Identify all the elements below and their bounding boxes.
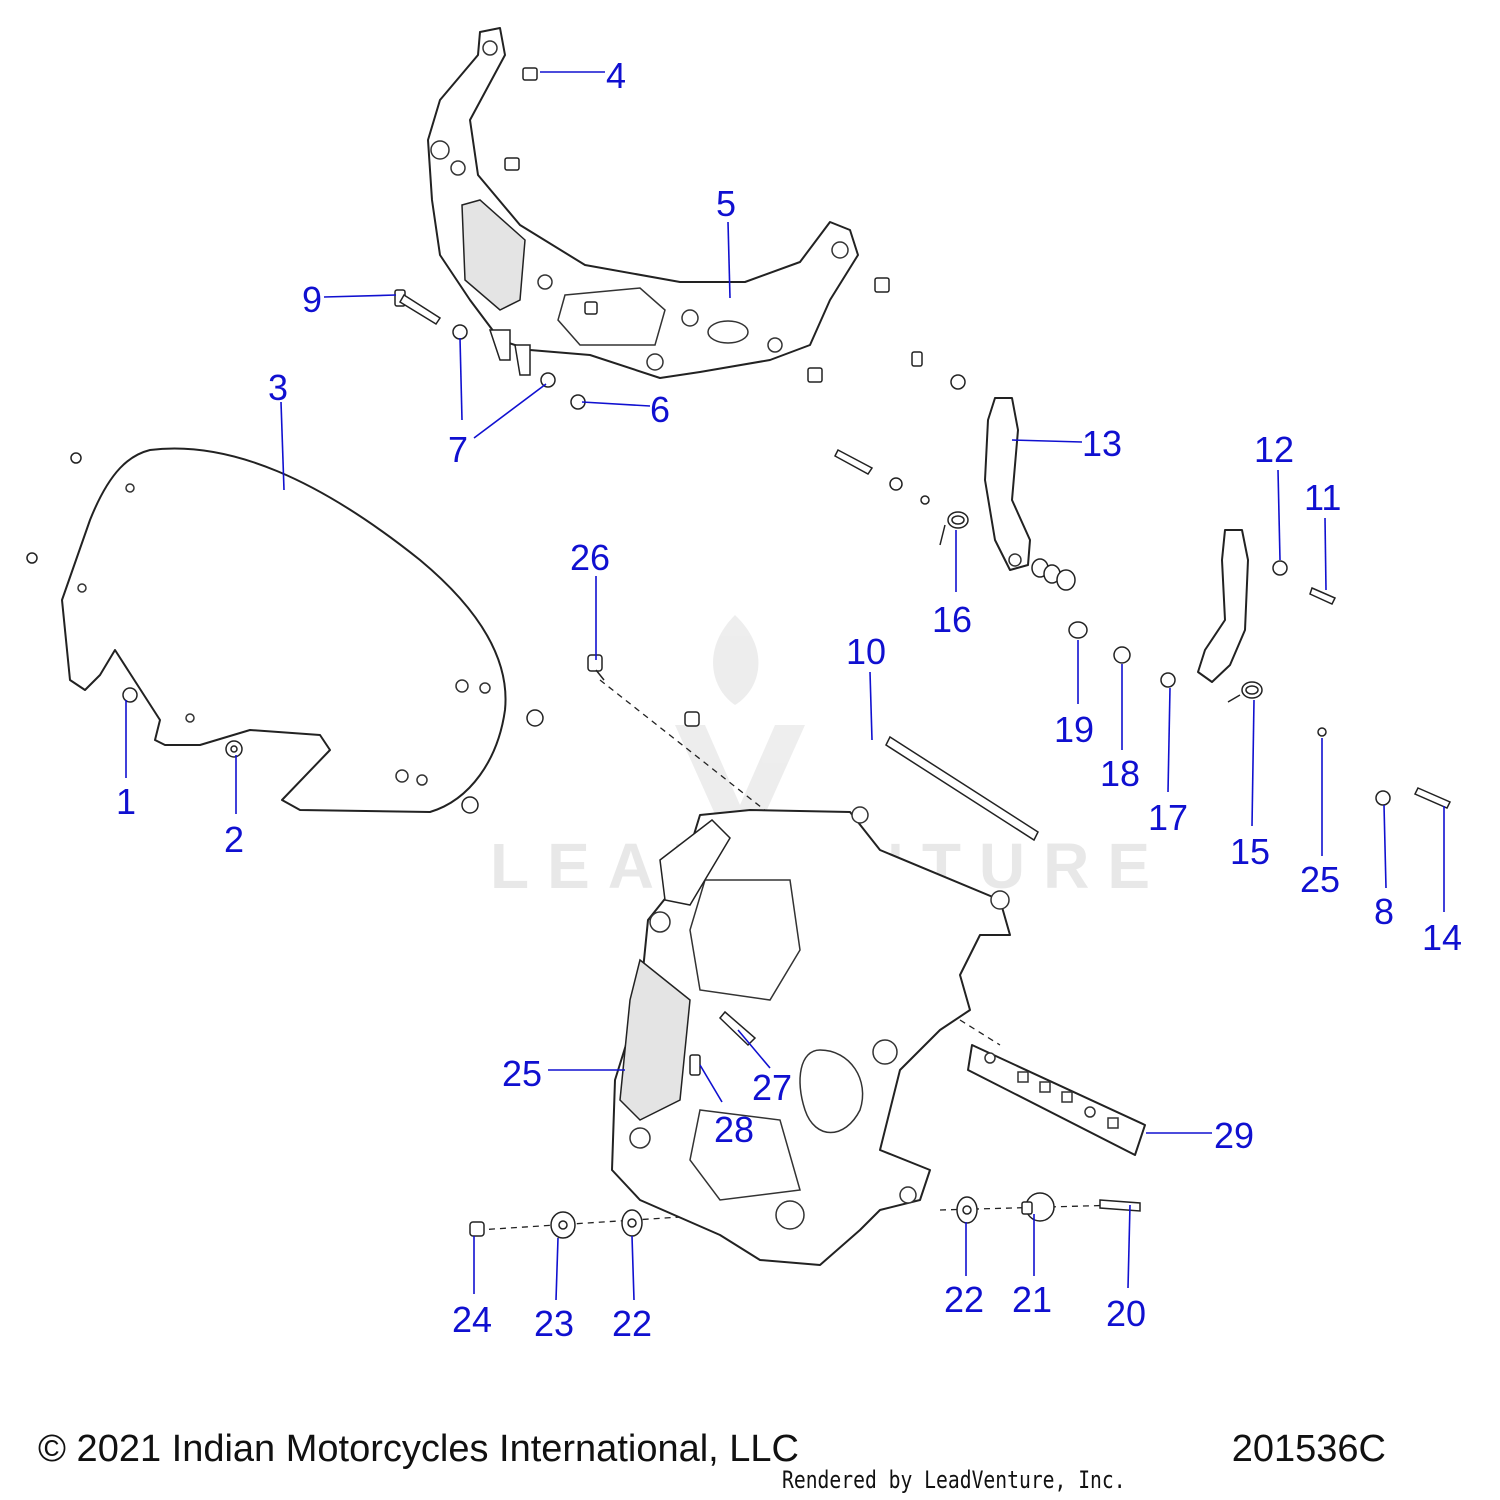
part-16-spring xyxy=(939,511,969,546)
windshield-hardware xyxy=(26,452,544,814)
callout-18: 18 xyxy=(1100,753,1140,794)
callout-24: 24 xyxy=(452,1299,492,1340)
frame-bolt xyxy=(684,711,700,727)
rendered-by-credit: Rendered by LeadVenture, Inc. xyxy=(782,1466,1126,1494)
part-30-strip xyxy=(967,1044,1146,1156)
callout-26: 25 xyxy=(502,1053,542,1094)
copyright-notice: © 2021 Indian Motorcycles International,… xyxy=(38,1428,799,1470)
part-26-frame xyxy=(611,806,1011,1266)
callout-15: 15 xyxy=(1230,831,1270,872)
bracket-nuts xyxy=(452,67,890,410)
part-5-windshield-bracket xyxy=(427,27,859,379)
callouts: 4 5 9 6 7 3 1 2 26 10 13 16 12 11 19 18 … xyxy=(116,55,1462,1344)
part-3-windshield xyxy=(61,447,507,813)
washers-bushings xyxy=(834,351,1452,809)
callout-12: 12 xyxy=(1254,429,1294,470)
callout-4: 4 xyxy=(606,55,626,96)
callout-27: 26 xyxy=(570,537,610,578)
callout-7: 7 xyxy=(448,429,468,470)
callout-28: 27 xyxy=(752,1067,792,1108)
part-9-bolt xyxy=(394,289,442,326)
leader-lines xyxy=(125,71,1445,1301)
callout-19: 19 xyxy=(1054,709,1094,750)
callout-14: 14 xyxy=(1422,917,1462,958)
callout-20: 20 xyxy=(1106,1293,1146,1334)
callout-30: 29 xyxy=(1214,1115,1254,1156)
callout-29: 28 xyxy=(714,1109,754,1150)
callout-3: 3 xyxy=(268,367,288,408)
callout-13: 13 xyxy=(1082,423,1122,464)
part-15-arm xyxy=(1197,529,1249,683)
callout-1: 1 xyxy=(116,781,136,822)
callout-22-left: 22 xyxy=(612,1303,652,1344)
callout-6: 6 xyxy=(650,389,670,430)
callout-25: 25 xyxy=(1300,859,1340,900)
callout-10: 10 xyxy=(846,631,886,672)
callout-2: 2 xyxy=(224,819,244,860)
callout-8: 8 xyxy=(1374,891,1394,932)
callout-17: 17 xyxy=(1148,797,1188,838)
part-27-bolt xyxy=(587,654,605,681)
callout-23: 23 xyxy=(534,1303,574,1344)
callout-11: 11 xyxy=(1304,477,1341,518)
callout-9: 9 xyxy=(302,279,322,320)
callout-21: 21 xyxy=(1012,1279,1052,1320)
callout-5: 5 xyxy=(716,183,736,224)
callout-22-right: 22 xyxy=(944,1279,984,1320)
diagram-id: 201536C xyxy=(1231,1428,1386,1470)
callout-16: 16 xyxy=(932,599,972,640)
part-10-shaft xyxy=(885,735,1039,842)
part-13-arm xyxy=(984,397,1031,571)
part-15-spring xyxy=(1227,681,1263,703)
